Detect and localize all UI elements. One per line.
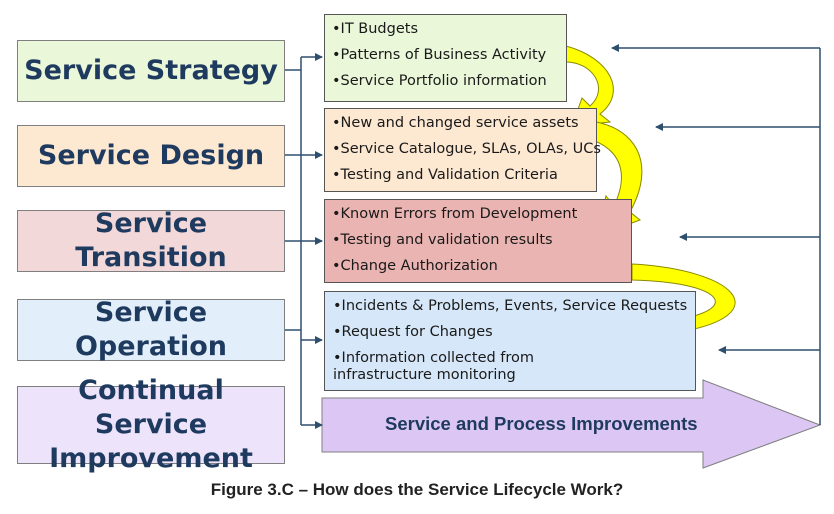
stage-label: Continual Service Improvement: [49, 375, 253, 474]
info-item: •Patterns of Business Activity: [332, 47, 547, 63]
stage-connector-lines: [285, 53, 323, 429]
figure-caption: Figure 3.C – How does the Service Lifecy…: [210, 480, 624, 499]
stage-service-transition: Service Transition: [17, 208, 285, 273]
info-item: •Known Errors from Development: [332, 206, 578, 222]
feedback-lines: [611, 44, 821, 425]
info-item: •IT Budgets: [332, 21, 419, 37]
improvement-arrow: [321, 379, 822, 469]
stage-label: Service Transition: [75, 208, 227, 273]
info-item: •Incidents & Problems, Events, Service R…: [333, 298, 688, 314]
info-item: •Change Authorization: [332, 258, 498, 274]
info-item: •Service Portfolio information: [332, 73, 547, 89]
stage-label: Service Strategy: [24, 55, 278, 86]
stage-service-strategy: Service Strategy: [17, 40, 285, 102]
info-item: •Testing and validation results: [332, 232, 553, 248]
stage-service-operation: Service Operation: [17, 297, 285, 362]
info-item: •New and changed service assets: [332, 115, 579, 131]
info-item: •Request for Changes: [333, 324, 493, 340]
stage-label: Service Operation: [74, 297, 228, 362]
info-item: •Testing and Validation Criteria: [332, 167, 558, 183]
improvement-arrow-label: Service and Process Improvements: [385, 413, 698, 434]
stage-label: Service Design: [37, 140, 265, 171]
info-box-operation: •Incidents & Problems, Events, Service R…: [324, 291, 696, 391]
info-box-transition: •Known Errors from Development •Testing …: [324, 199, 632, 283]
stage-service-design: Service Design: [17, 125, 285, 187]
info-box-strategy: •IT Budgets •Patterns of Business Activi…: [324, 14, 567, 102]
info-item: •Information collected from infrastructu…: [333, 350, 535, 383]
info-box-design: •New and changed service assets •Service…: [324, 108, 601, 192]
info-item: •Service Catalogue, SLAs, OLAs, UCs: [332, 141, 601, 157]
stage-continual-service-improvement: Continual Service Improvement: [17, 375, 285, 474]
